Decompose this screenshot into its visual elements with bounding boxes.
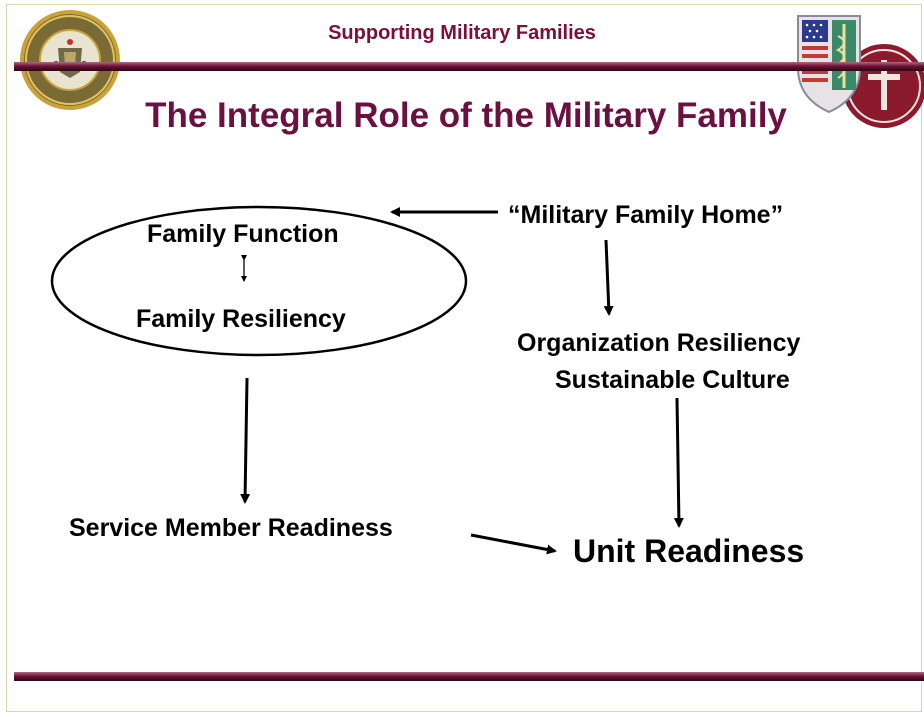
header-divider-bar bbox=[14, 62, 924, 71]
arrow-family-to-service bbox=[240, 377, 251, 504]
node-service-member-readiness: Service Member Readiness bbox=[69, 514, 393, 542]
arrow-home-to-organization bbox=[603, 239, 614, 316]
node-family-function: Family Function bbox=[147, 220, 339, 248]
arrow-service-to-unit bbox=[470, 533, 557, 555]
node-military-family-home: “Military Family Home” bbox=[508, 201, 784, 229]
family-ellipse bbox=[50, 205, 468, 357]
main-title: The Integral Role of the Military Family bbox=[145, 96, 787, 135]
node-family-resiliency: Family Resiliency bbox=[136, 305, 346, 333]
arrow-culture-to-unit bbox=[673, 397, 684, 528]
footer-divider-bar bbox=[14, 672, 924, 681]
node-sustainable-culture: Sustainable Culture bbox=[555, 366, 790, 394]
header-title: Supporting Military Families bbox=[328, 22, 596, 44]
node-organization-resiliency: Organization Resiliency bbox=[517, 329, 801, 357]
node-unit-readiness: Unit Readiness bbox=[573, 533, 805, 569]
slide-frame bbox=[6, 4, 922, 712]
